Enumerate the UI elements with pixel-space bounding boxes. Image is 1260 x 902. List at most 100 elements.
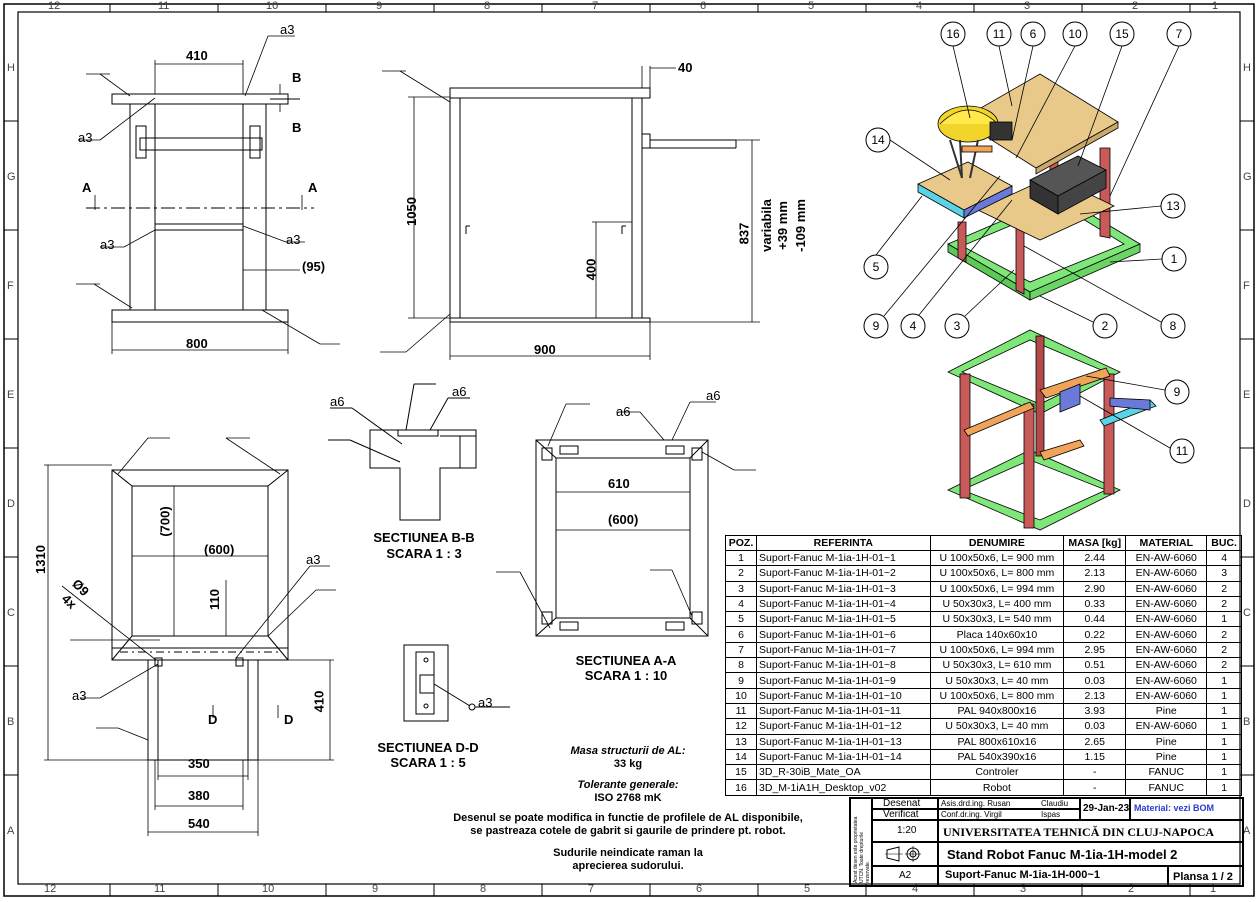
bom-cell-material: FANUC xyxy=(1125,779,1208,796)
bom-cell-poz: 8 xyxy=(724,657,758,674)
bom-cell-material: EN-AW-6060 xyxy=(1125,657,1208,674)
zone-col-12: 12 xyxy=(48,0,61,12)
bom-cell-buc: 2 xyxy=(1206,657,1242,674)
section-a-left: A xyxy=(82,180,92,195)
zone-row-c: C xyxy=(7,607,15,619)
zone-row-d-right: D xyxy=(1243,498,1251,510)
bom-cell-poz: 13 xyxy=(724,733,758,750)
zone-col-11: 11 xyxy=(158,0,170,12)
mass-label: Masa structurii de AL: xyxy=(570,745,686,757)
bom-cell-denumire: PAL 940x800x16 xyxy=(929,702,1065,720)
bom-cell-material: EN-AW-6060 xyxy=(1125,718,1208,735)
zone-row-e: E xyxy=(7,389,15,401)
bom-cell-poz: 11 xyxy=(724,702,758,720)
bom-cell-material: EN-AW-6060 xyxy=(1125,595,1208,613)
balloon-11: 11 xyxy=(992,27,1006,41)
bom-cell-denumire: U 100x50x6, L= 900 mm xyxy=(929,549,1065,567)
bom-header-poz: POZ. xyxy=(724,535,758,551)
balloon-13: 13 xyxy=(1166,199,1180,213)
bom-cell-denumire: U 50x30x3, L= 40 mm xyxy=(929,672,1065,689)
bom-cell-masa: 2.13 xyxy=(1063,565,1127,582)
bom-cell-referinta: Suport-Fanuc M-1ia-1H-01~7 xyxy=(756,641,931,659)
bom-cell-poz: 6 xyxy=(724,626,758,643)
section-aa-title: SECTIUNEA A-A xyxy=(575,653,677,668)
tb-format: A2 xyxy=(899,870,912,881)
zone-col-3: 3 xyxy=(1024,0,1031,12)
balloon-14: 14 xyxy=(871,133,885,147)
balloon-6: 6 xyxy=(1029,27,1037,41)
bom-cell-buc: 1 xyxy=(1206,672,1242,689)
weld-a6-aa-1: a6 xyxy=(616,404,631,419)
bom-cell-buc: 2 xyxy=(1206,595,1242,613)
iso-view xyxy=(917,73,1141,301)
dim-95: (95) xyxy=(302,259,326,274)
tb-side-strip: Acest desen este proprietatea UTCN. Toat… xyxy=(850,798,872,886)
zone-col-12-bottom: 12 xyxy=(44,883,57,895)
balloon-9: 9 xyxy=(872,319,880,333)
tb-material-cell: Material: vezi BOM xyxy=(1130,798,1243,820)
bom-cell-buc: 2 xyxy=(1206,626,1242,643)
top-view xyxy=(111,469,289,761)
bom-cell-denumire: Controler xyxy=(929,764,1065,781)
zone-col-7-bottom: 7 xyxy=(588,883,595,895)
bom-cell-buc: 1 xyxy=(1206,764,1242,781)
bom-cell-referinta: 3D_R-30iB_Mate_OA xyxy=(756,764,931,781)
bom-cell-buc: 1 xyxy=(1206,718,1242,735)
bom-cell-referinta: Suport-Fanuc M-1ia-1H-01~10 xyxy=(756,687,931,704)
bom-cell-masa: 2.44 xyxy=(1063,549,1127,567)
weld-a3-5: a3 xyxy=(306,552,321,567)
zone-col-7: 7 xyxy=(592,0,599,12)
bom-cell-buc: 1 xyxy=(1206,779,1242,796)
bom-header-referinta: REFERINTA xyxy=(756,535,931,551)
bom-cell-referinta: Suport-Fanuc M-1ia-1H-01~13 xyxy=(756,733,931,750)
tb-drawing-no: Suport-Fanuc M-1ia-1H-000~1 xyxy=(945,869,1100,881)
section-dd xyxy=(403,644,510,722)
bom-header-masa: MASA [kg] xyxy=(1063,535,1127,551)
tb-desenat-cell: Desenat xyxy=(872,798,938,809)
projection-symbol-icon xyxy=(885,846,921,862)
bom-cell-poz: 7 xyxy=(724,641,758,659)
tb-side-note: Acest desen este proprietatea UTCN. Toat… xyxy=(853,816,871,883)
section-bb-title: SECTIUNEA B-B xyxy=(373,530,475,545)
dim-700: (700) xyxy=(157,506,173,537)
balloon-sub-9: 9 xyxy=(1173,385,1181,399)
zone-col-11-bottom: 11 xyxy=(154,883,166,895)
tb-drawing-no-cell: Suport-Fanuc M-1ia-1H-000~1 xyxy=(938,866,1168,886)
zone-row-f-right: F xyxy=(1243,280,1250,292)
tb-author2: Conf.dr.ing. Virgil xyxy=(941,810,1002,819)
balloon-8: 8 xyxy=(1169,319,1177,333)
bom-cell-masa: 1.15 xyxy=(1063,748,1127,766)
bom-header-denumire: DENUMIRE xyxy=(929,535,1065,551)
zone-col-3-bottom: 3 xyxy=(1020,883,1027,895)
bom-cell-material: EN-AW-6060 xyxy=(1125,565,1208,582)
zone-row-g-right: G xyxy=(1243,171,1252,183)
section-d-left: D xyxy=(208,712,218,727)
bom-header-row: POZ. REFERINTA DENUMIRE MASA [kg] MATERI… xyxy=(724,535,1242,551)
bom-cell-denumire: Placa 140x60x10 xyxy=(929,626,1065,643)
bom-cell-denumire: U 100x50x6, L= 800 mm xyxy=(929,687,1065,704)
dim-600-aa: (600) xyxy=(608,512,639,527)
zone-col-6-bottom: 6 xyxy=(696,883,703,895)
weld-a3-4: a3 xyxy=(286,232,301,247)
bom-cell-referinta: Suport-Fanuc M-1ia-1H-01~4 xyxy=(756,595,931,613)
bom-cell-material: Pine xyxy=(1125,702,1208,720)
bom-cell-masa: 0.22 xyxy=(1063,626,1127,643)
zone-row-f: F xyxy=(7,280,14,292)
weld-a3-dd: a3 xyxy=(478,695,493,710)
zone-row-c-right: C xyxy=(1243,607,1251,619)
bom-cell-masa: 3.93 xyxy=(1063,702,1127,720)
section-bb-scale: SCARA 1 : 3 xyxy=(386,546,462,561)
section-a-right: A xyxy=(308,180,318,195)
bom-cell-denumire: U 50x30x3, L= 540 mm xyxy=(929,611,1065,628)
weld-a3-1: a3 xyxy=(78,130,93,145)
tb-author2b: Ispas xyxy=(1041,810,1061,819)
tb-author1-cell: Asis.drd.ing. Rusan Claudiu xyxy=(938,798,1080,809)
bom-cell-denumire: U 50x30x3, L= 40 mm xyxy=(929,718,1065,735)
